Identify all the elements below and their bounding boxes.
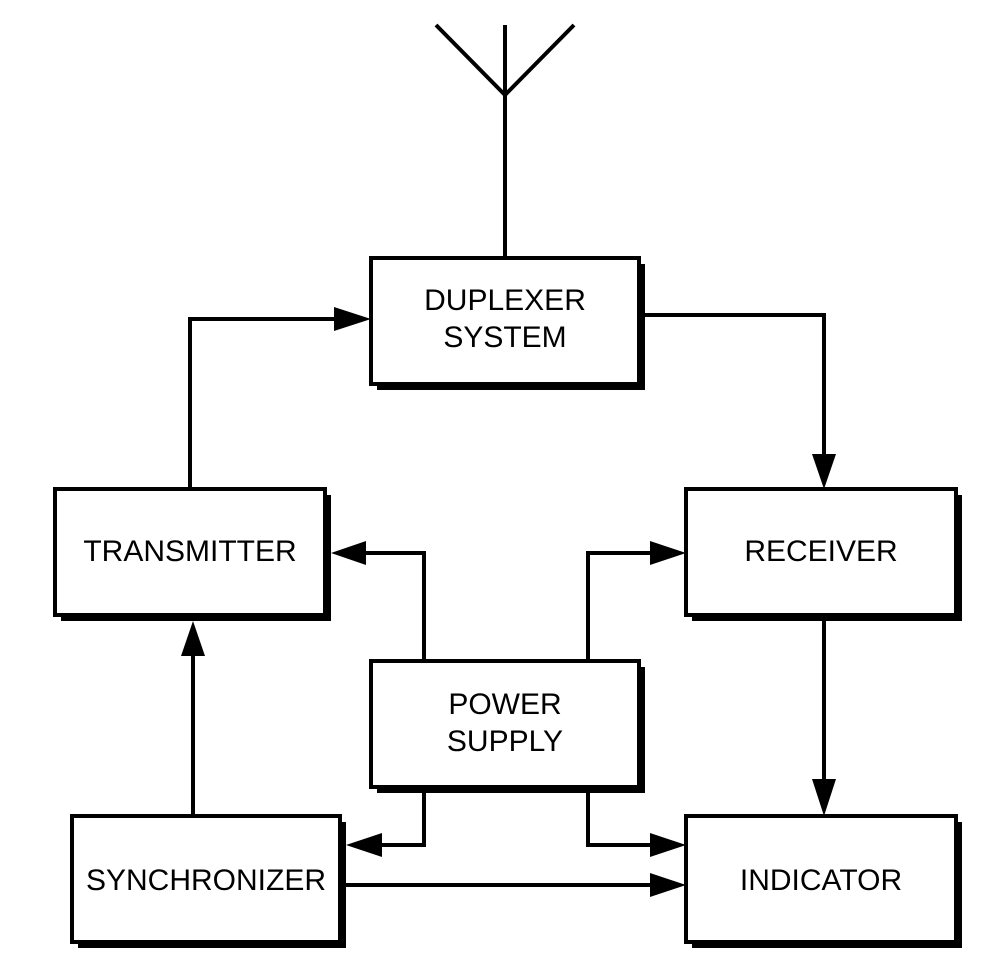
duplexer-label-line2: SYSTEM (443, 321, 566, 354)
antenna-icon (434, 23, 576, 258)
arrow-receiver-to-indicator (812, 621, 836, 816)
arrow-power-to-transmitter (331, 541, 426, 661)
arrow-duplexer-to-receiver (645, 313, 836, 489)
duplexer-label-line1: DUPLEXER (424, 284, 586, 317)
receiver-block: RECEIVER (684, 487, 962, 621)
transmitter-block: TRANSMITTER (53, 487, 331, 621)
duplexer-system-block: DUPLEXER SYSTEM (369, 256, 645, 390)
arrow-power-to-synchronizer (346, 793, 426, 857)
arrow-power-to-receiver (586, 541, 686, 661)
arrow-synchronizer-to-transmitter (181, 621, 205, 816)
receiver-label: RECEIVER (744, 535, 897, 568)
synchronizer-label: SYNCHRONIZER (86, 864, 326, 897)
power-supply-label-line1: POWER (448, 688, 561, 721)
indicator-label: INDICATOR (740, 864, 902, 897)
arrow-transmitter-to-duplexer (188, 307, 371, 489)
synchronizer-block: SYNCHRONIZER (70, 814, 346, 948)
transmitter-label: TRANSMITTER (83, 535, 296, 568)
arrow-synchronizer-to-indicator (346, 873, 686, 897)
arrow-power-to-indicator (586, 793, 686, 857)
indicator-block: INDICATOR (684, 814, 962, 948)
power-supply-label-line2: SUPPLY (447, 725, 563, 758)
power-supply-block: POWER SUPPLY (369, 659, 645, 793)
